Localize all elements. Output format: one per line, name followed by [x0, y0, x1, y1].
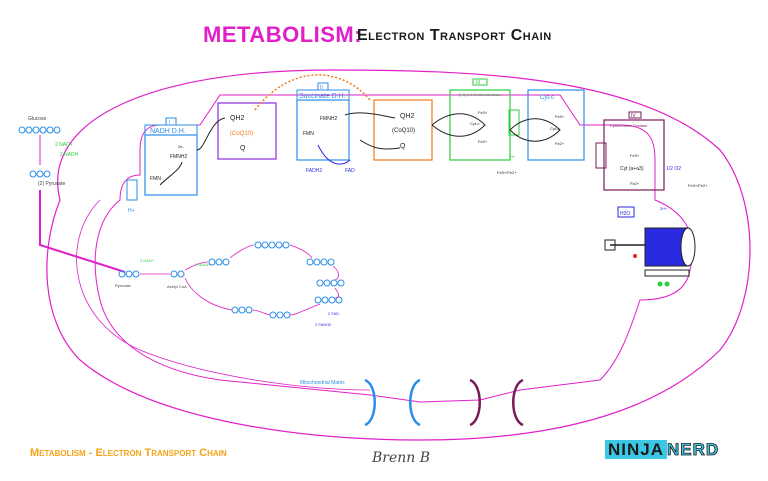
complex-3-h: H+ [510, 154, 516, 159]
coq2-q: Q [400, 143, 406, 150]
krebs-cycle [118, 241, 345, 319]
membrane-bracket-2 [409, 378, 421, 427]
title-sub: Electron Transport Chain [357, 27, 552, 44]
krebs-nadh: 2 NADH [195, 262, 210, 267]
membrane-bracket-4 [512, 378, 524, 427]
membrane-bracket-1 [364, 378, 376, 427]
complex-4-note: Fe3+/Fe2+ [688, 183, 708, 188]
complex-4-numeral: IV [631, 113, 636, 119]
complex-3-fe3: Fe3+ [478, 110, 488, 115]
inner-membrane [94, 94, 694, 403]
complex-4-channel [595, 142, 607, 169]
complex-1-h: H+ [128, 208, 135, 214]
krebs-pyruvate: Pyruvate [115, 283, 132, 288]
krebs-fad: 2 FAD [328, 311, 339, 316]
complex-3-numeral: III [476, 80, 480, 86]
complex-3-name: Q-Cyt-c Oxidoreductase [458, 92, 502, 97]
complex-3-box [449, 89, 511, 161]
signature: Brenn B [372, 450, 431, 466]
complex-3-cyt: Cyt-c [470, 121, 479, 126]
complex-3-fe2: Fe2+ [478, 139, 488, 144]
title-main: METABOLISM: [203, 22, 363, 47]
complex-4-o2: 1/2 O2 [666, 166, 681, 172]
complex-1-fmnh2: FMNH2 [170, 154, 187, 160]
matrix-fold [76, 199, 371, 391]
complex-1-channel [126, 179, 138, 201]
matrix-label: Mitochondrial Matrix [300, 380, 345, 386]
cytc-name: Cyt-c [540, 95, 554, 101]
complex-1-e: 2e- [178, 144, 184, 149]
cytc-fe3: Fe3+ [555, 114, 565, 119]
coq-box-1 [217, 102, 277, 160]
pyruvate-label: (2) Pyruvate [38, 181, 65, 187]
complex-4-fe2: Fe2+ [630, 181, 640, 186]
cytc-fe2: Fe2+ [555, 141, 565, 146]
cytc-box [527, 89, 585, 161]
outer-membrane [46, 69, 751, 441]
footer-title: Metabolism - Electron Transport Chain [30, 447, 227, 459]
water-box [617, 206, 635, 218]
complex-4-water: H2O [620, 211, 630, 217]
complex-2-fmnh2: FMNH2 [320, 116, 337, 122]
coq2-coq: (CoQ10) [392, 128, 415, 134]
logo-part-b: NERD [667, 440, 720, 460]
logo-part-a: NINJA [605, 440, 668, 459]
complex-2-box [296, 99, 350, 161]
complex-1-fmn: FMN [150, 176, 161, 182]
complex-2-name: Succinate D.H. [299, 93, 346, 100]
coq-box-2 [373, 99, 433, 161]
pyruvate-transport-arrow [39, 190, 126, 273]
coq2-qh2: QH2 [400, 113, 415, 120]
complex-4-box [603, 119, 665, 191]
krebs-nad: 2 NAD+ [140, 258, 155, 263]
complex-1-name: NADH D.H. [150, 128, 186, 135]
complex-3-note: Fe3+/Fe2+ [497, 170, 517, 175]
complex-1-box [144, 134, 198, 196]
complex-4-h: 2H+ [660, 206, 668, 211]
krebs-fadh2: 2 FADH2 [315, 322, 332, 327]
krebs-acetyl: Acetyl CoA [167, 284, 187, 289]
complex-4-cyt: Cyt (a+a3) [620, 166, 644, 172]
complex-1-numeral: I [169, 120, 170, 126]
complex-4-fe3: Fe3+ [630, 153, 640, 158]
complex-2-fmn: FMN [303, 131, 314, 137]
complex-2-fadh2: FADH2 [306, 168, 322, 174]
krebs-path [140, 244, 340, 316]
glycolysis-nadh: 2 NADH [60, 152, 79, 158]
complex-4-name: Cytochrome Oxidase [610, 123, 648, 128]
glucose-label: Glucose [28, 116, 47, 122]
complex-2-numeral: II [320, 85, 323, 91]
coq1-q: Q [240, 145, 246, 152]
membrane-bracket-3 [469, 378, 481, 427]
coq1-qh2: QH2 [230, 115, 245, 122]
cytc-cyt: Cyt-c [550, 126, 559, 131]
glucose-chain [18, 126, 61, 134]
complex-2-fad: FAD [345, 168, 355, 174]
glycolysis-nad: 2 NAD+ [55, 142, 73, 148]
coq1-coq: (CoQ10) [230, 131, 253, 137]
